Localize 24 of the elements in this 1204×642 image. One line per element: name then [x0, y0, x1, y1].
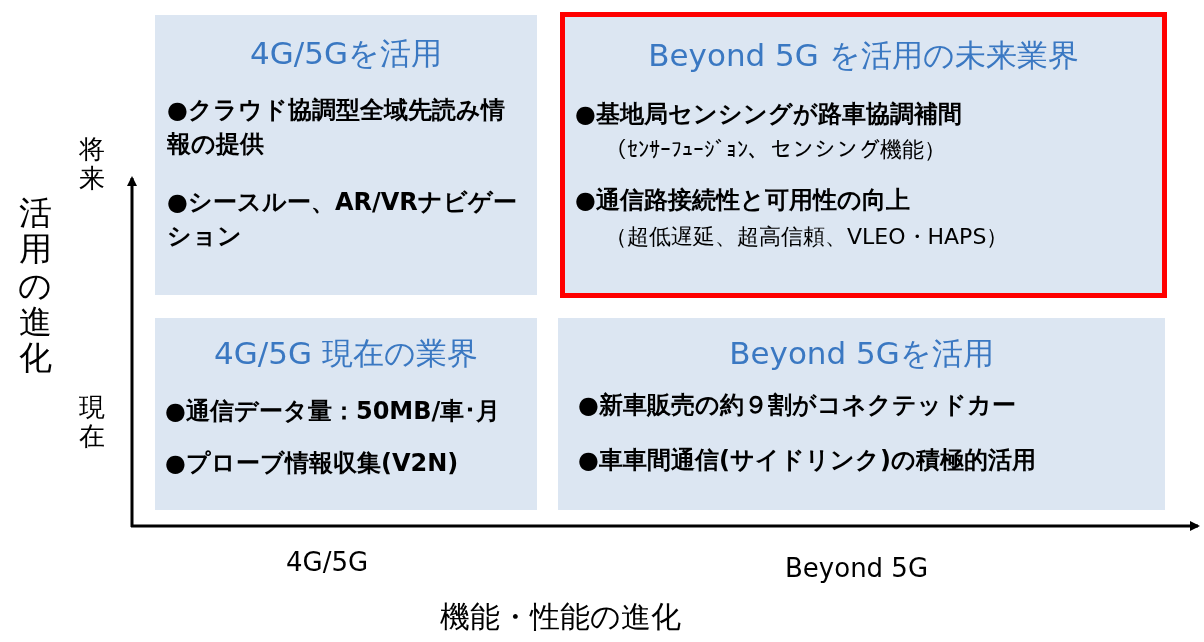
note-text: （ｾﾝｻｰﾌｭｰｼﾞｮﾝ、センシング機能） [605, 136, 946, 164]
axis-title: 活用の進化 [18, 195, 53, 377]
quadrant-box [155, 318, 537, 510]
bullet-text: ●車車間通信(サイドリンク)の積極的活用 [578, 445, 1036, 476]
axis-tick-label: 現在 [78, 393, 106, 451]
bullet-text: ●新車販売の約９割がコネクテッドカー [578, 390, 1016, 421]
axis-title: 機能・性能の進化 [440, 598, 681, 636]
bullet-text: ●基地局センシングが路車協調補間 [575, 99, 962, 130]
bullet-text: ●シースルー、AR/VRナビゲーション [167, 187, 518, 252]
bullet-text: ●クラウド協調型全域先読み情報の提供 [167, 95, 506, 160]
quadrant-box [155, 15, 537, 295]
box-heading: 4G/5G 現在の業界 [213, 334, 479, 373]
axis-tick-label: Beyond 5G [785, 553, 929, 583]
axis-tick-label: 将来 [78, 135, 106, 193]
highlighted-quadrant-box [560, 12, 1167, 298]
box-heading: Beyond 5Gを活用 [728, 334, 995, 373]
quadrant-box [558, 318, 1165, 510]
axis-tick-label: 4G/5G [286, 547, 369, 577]
bullet-text: ●プローブ情報収集(V2N) [165, 448, 459, 479]
box-heading: Beyond 5G を活用の未来業界 [647, 36, 1080, 75]
box-heading: 4G/5Gを活用 [249, 34, 443, 73]
note-text: （超低遅延、超高信頼、VLEO・HAPS） [605, 223, 1009, 251]
bullet-text: ●通信データ量：50MB/車･月 [165, 396, 501, 427]
bullet-text: ●通信路接続性と可用性の向上 [575, 185, 910, 216]
